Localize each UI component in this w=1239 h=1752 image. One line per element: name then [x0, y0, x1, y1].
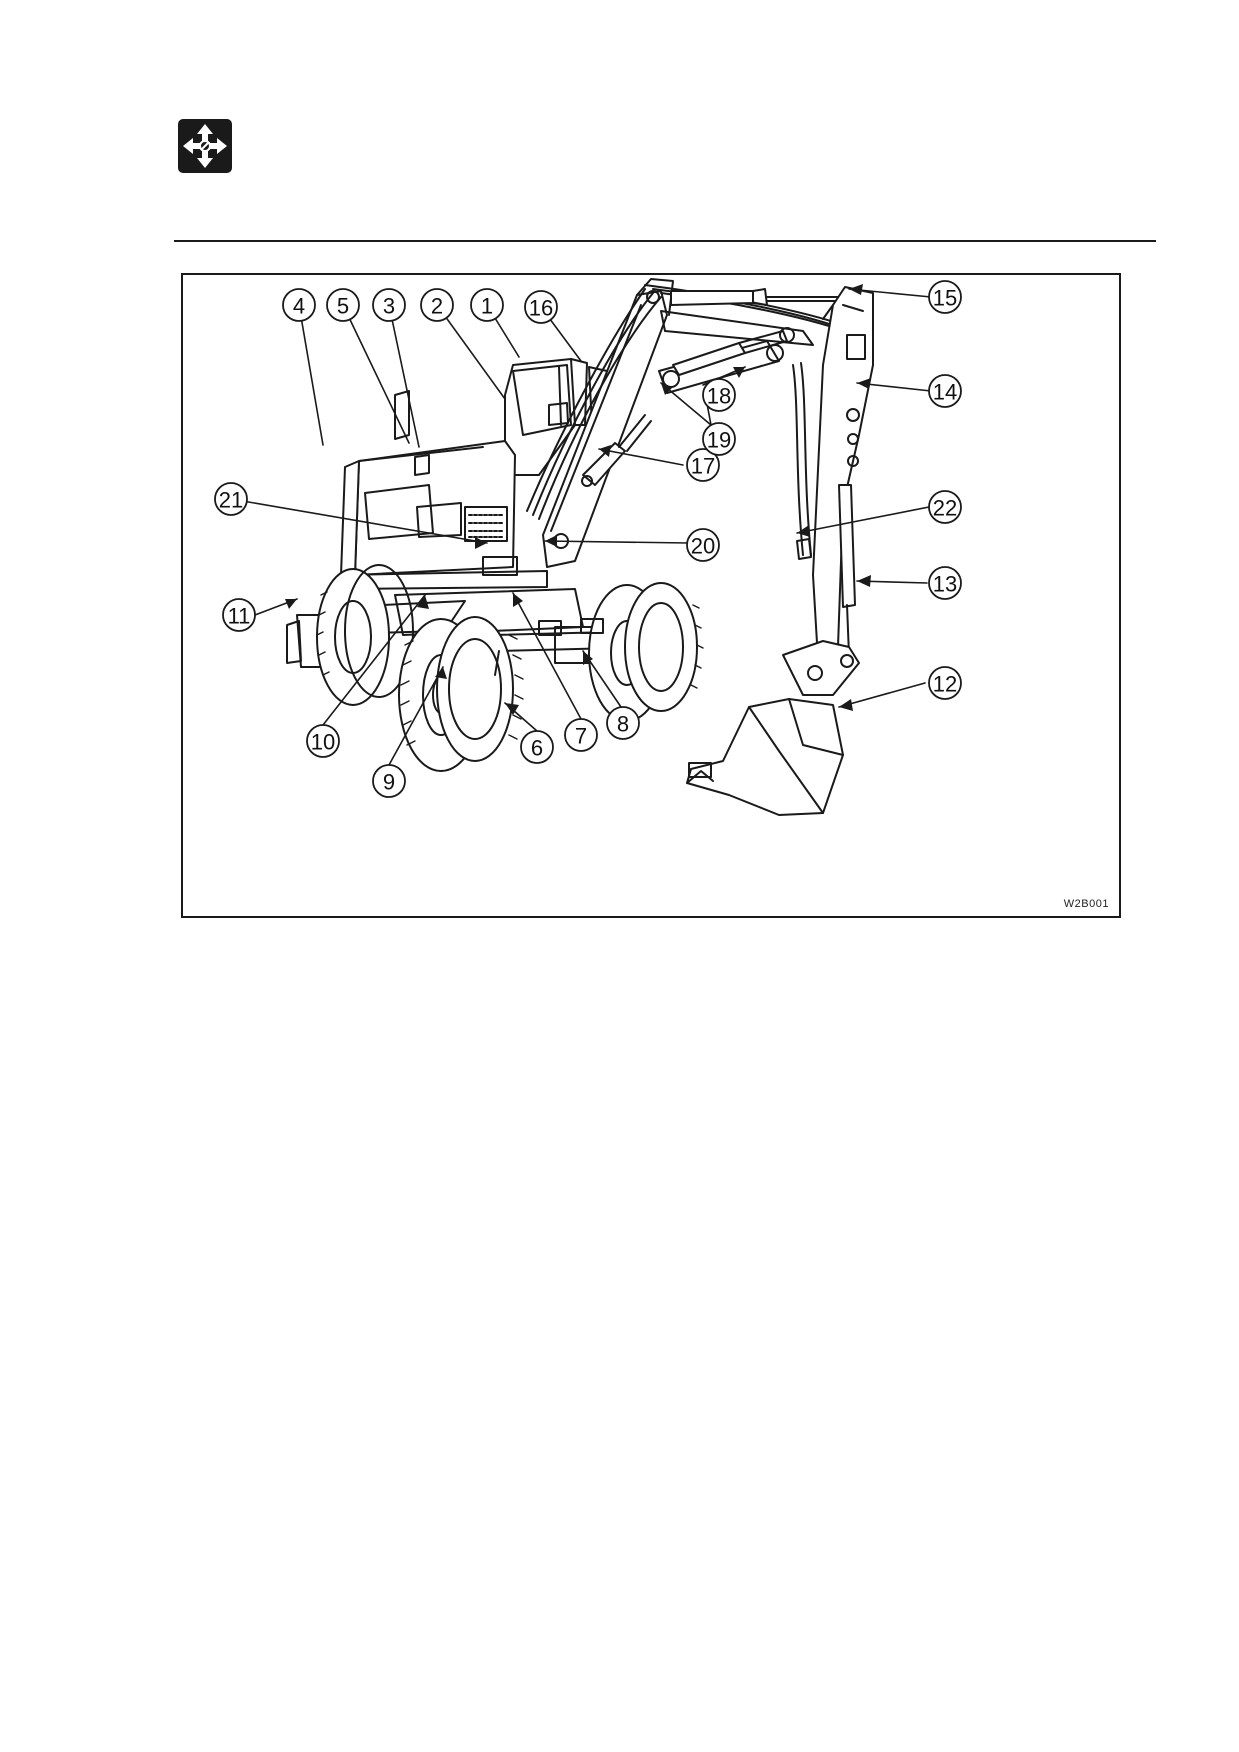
callout-5: 5: [337, 294, 349, 319]
callout-19: 19: [707, 428, 731, 453]
callout-circle: [702, 422, 736, 456]
excavator-illustration: 4 5 3 2 1 16 21 20 17 15 14 22 13 12 18 …: [214, 278, 962, 816]
figure-code: W2B001: [1063, 898, 1109, 910]
callout-8: 8: [617, 712, 629, 737]
callout-17: 17: [691, 454, 715, 479]
callout-circle: [470, 288, 504, 322]
callout-10: 10: [311, 730, 335, 755]
callout-circle: [606, 706, 640, 740]
callout-circle: [564, 718, 598, 752]
excavator-overview-figure: 4 5 3 2 1 16 21 20 17 15 14 22 13 12 18 …: [181, 273, 1121, 918]
callout-18: 18: [707, 384, 731, 409]
callout-circle: [326, 288, 360, 322]
callout-13: 13: [933, 572, 957, 597]
callout-circle: [214, 482, 248, 516]
callout-3: 3: [383, 294, 395, 319]
header-divider: [174, 240, 1156, 242]
callout-21: 21: [219, 488, 243, 513]
callout-circle: [372, 764, 406, 798]
callout-circle: [520, 730, 554, 764]
callout-16: 16: [529, 296, 553, 321]
callout-circle: [928, 666, 962, 700]
callout-15: 15: [933, 286, 957, 311]
callout-circle: [928, 490, 962, 524]
callout-circle: [420, 288, 454, 322]
callout-11: 11: [228, 604, 251, 629]
move-arrows-icon: [178, 119, 232, 173]
callout-circle: [928, 374, 962, 408]
callout-14: 14: [933, 380, 957, 405]
callout-7: 7: [575, 724, 587, 749]
callout-9: 9: [383, 770, 395, 795]
callout-circle: [686, 528, 720, 562]
callout-circle: [524, 290, 558, 324]
callout-circle: [222, 598, 256, 632]
callout-circle: [306, 724, 340, 758]
callout-2: 2: [431, 294, 443, 319]
callout-12: 12: [933, 672, 957, 697]
callout-circle: [282, 288, 316, 322]
callout-circle: [928, 566, 962, 600]
callout-1: 1: [481, 294, 493, 319]
callout-6: 6: [531, 736, 543, 761]
callout-22: 22: [933, 496, 957, 521]
callout-4: 4: [293, 294, 305, 319]
callout-circle: [928, 280, 962, 314]
callout-20: 20: [691, 534, 715, 559]
callout-circle: [702, 378, 736, 412]
callout-circle: [372, 288, 406, 322]
callout-circle: [686, 448, 720, 482]
